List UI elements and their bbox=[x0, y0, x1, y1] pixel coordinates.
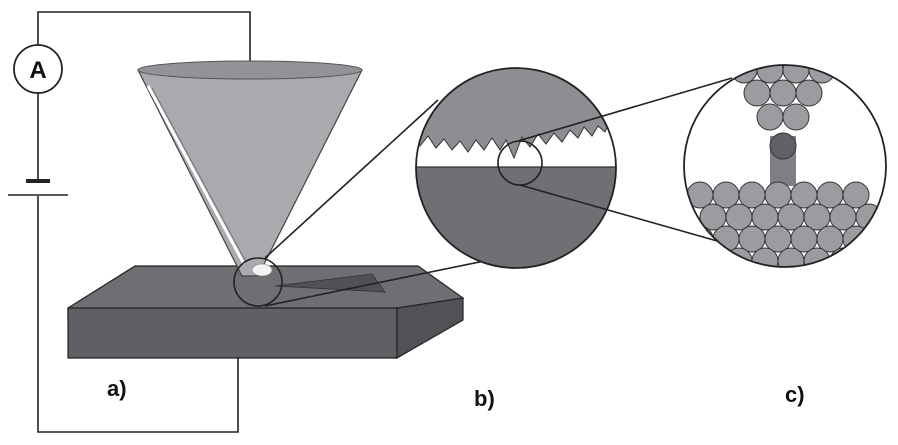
atom bbox=[829, 247, 857, 267]
atom bbox=[751, 247, 779, 267]
atom bbox=[743, 79, 771, 107]
atom bbox=[725, 247, 753, 267]
atom bbox=[855, 247, 883, 267]
magnifier-circle-c bbox=[683, 64, 887, 268]
sample-side-face bbox=[396, 297, 464, 360]
magnifier-circle-a bbox=[233, 257, 283, 307]
panel-label-b: b) bbox=[474, 386, 495, 411]
stm-tip bbox=[137, 60, 363, 277]
sample-front-face bbox=[67, 307, 398, 359]
circuit-wires bbox=[37, 11, 251, 433]
battery-symbol bbox=[8, 179, 68, 196]
tip-highlight bbox=[146, 85, 246, 265]
sample-block bbox=[67, 265, 465, 360]
sample-surface-region bbox=[416, 167, 616, 268]
magnified-view-b bbox=[415, 67, 617, 269]
tip-top-ellipse bbox=[137, 60, 363, 80]
apex-atom bbox=[769, 132, 797, 160]
panel-label-c: c) bbox=[785, 382, 805, 407]
atom bbox=[699, 247, 727, 267]
sample-atoms bbox=[686, 181, 883, 267]
atom bbox=[756, 103, 784, 131]
atom bbox=[795, 79, 823, 107]
atom bbox=[782, 103, 810, 131]
atom bbox=[777, 247, 805, 267]
atom bbox=[842, 181, 870, 209]
ammeter-label: A bbox=[29, 57, 46, 84]
atom bbox=[782, 65, 810, 84]
magnified-view-c bbox=[683, 64, 887, 268]
atom bbox=[808, 65, 836, 84]
panel-label-a: a) bbox=[107, 376, 127, 401]
tip-atoms bbox=[730, 65, 836, 131]
atom bbox=[756, 65, 784, 84]
atom bbox=[769, 79, 797, 107]
ammeter: A bbox=[13, 44, 63, 94]
